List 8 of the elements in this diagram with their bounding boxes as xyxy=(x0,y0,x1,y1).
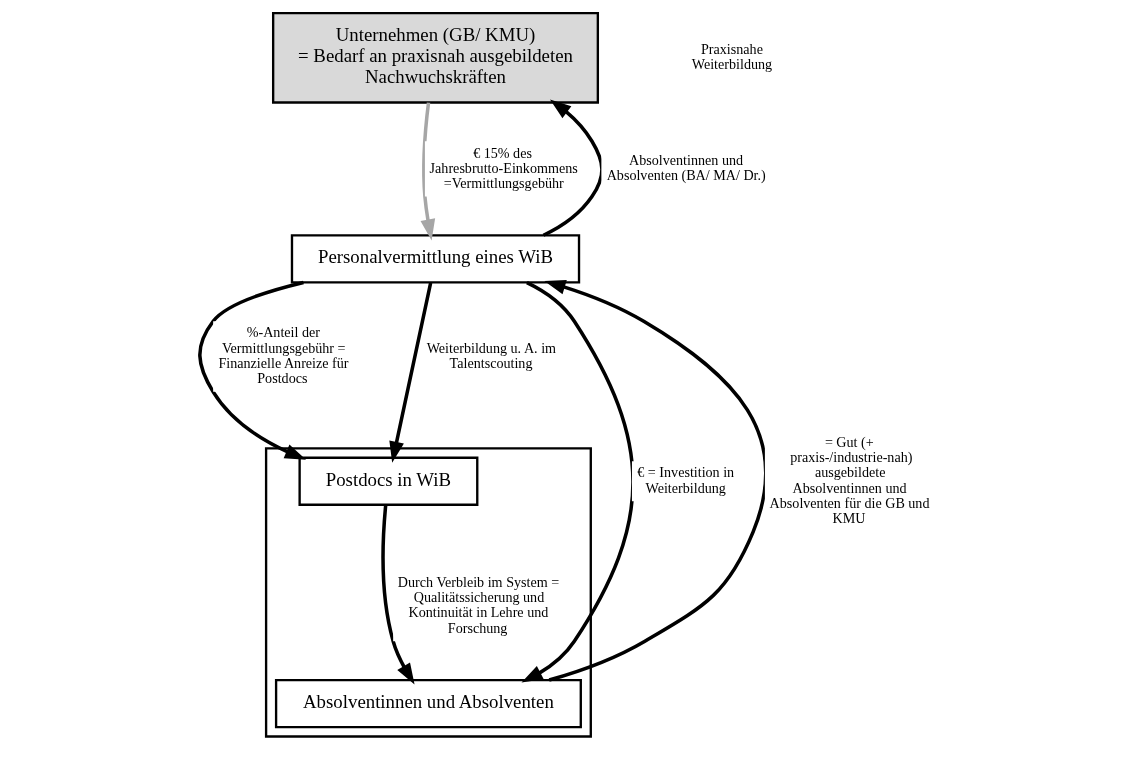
label: Praxisnahe Weiterbildung xyxy=(691,40,773,73)
edge-label: Durch Verbleib im System = Qualitätssicherung und Kontinuität in Lehre und Forschung xyxy=(397,573,560,636)
edge-label: Absolventinnen und Absolventen (BA/ MA/ Dr.) xyxy=(606,151,766,184)
edge-label: Weiterbildung u. A. im Talentscouting xyxy=(426,339,557,371)
edge-label: € 15% des Jahresbrutto-Einkommens =Vermittlungsgebühr xyxy=(429,144,578,192)
edge-label: = Gut (+ praxis-/industrie-nah) ausgebildete Absolventinnen und Absolventen für die GB und KMU xyxy=(769,433,930,527)
edge-label: € = Investition in Weiterbildung xyxy=(637,464,735,496)
edge-label: %-Anteil der Vermittlungsgebühr = Finanzielle Anreize für Postdocs xyxy=(218,324,349,387)
